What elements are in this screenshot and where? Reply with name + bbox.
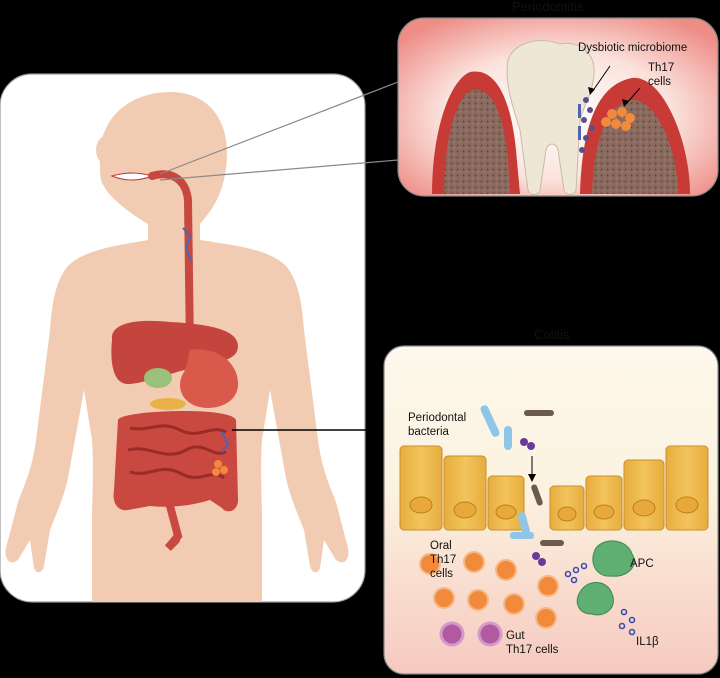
colitis-arrow: [232, 424, 380, 436]
th17-label-line1: Th17: [648, 62, 675, 74]
body-panel: [0, 73, 366, 603]
il1b-dots: [564, 562, 636, 636]
periodontitis-panel: [397, 17, 719, 197]
oral-th17-label-line3: cells: [430, 568, 454, 580]
oral-th17-cells: [419, 551, 559, 629]
periodontal-bacteria: [480, 405, 564, 566]
colon: [113, 410, 238, 512]
stomach: [180, 349, 238, 408]
il1b-label: IL1β: [636, 636, 659, 648]
periodontitis-title: Periodontitis: [512, 0, 584, 14]
liver: [111, 320, 238, 385]
colitis-panel: [383, 345, 719, 675]
dysbiotic-microbiome-label: Dysbiotic microbiome: [578, 42, 688, 54]
periodontal-bacteria-label-line1: Periodontal: [408, 412, 467, 424]
dysbiotic-microbiome: [578, 97, 595, 153]
apc-cells: [576, 540, 635, 616]
periodontal-bacteria-label-line2: bacteria: [408, 426, 449, 438]
th17-cluster: [601, 107, 635, 131]
oral-th17-label-line2: Th17: [430, 554, 457, 566]
oral-th17-label-line1: Oral: [430, 540, 452, 552]
gallbladder: [144, 368, 172, 388]
colitis-title: Colitis: [534, 327, 570, 342]
gut-th17-label-line2: Th17 cells: [506, 644, 559, 656]
esophagus: [148, 170, 194, 354]
epithelial-layer: [399, 445, 709, 531]
th17-label-line2: cells: [648, 76, 672, 88]
gut-th17-cells: [439, 621, 503, 647]
gut-th17-label-line1: Gut: [506, 630, 525, 642]
tooth: [506, 40, 595, 195]
apc-label: APC: [630, 558, 654, 570]
